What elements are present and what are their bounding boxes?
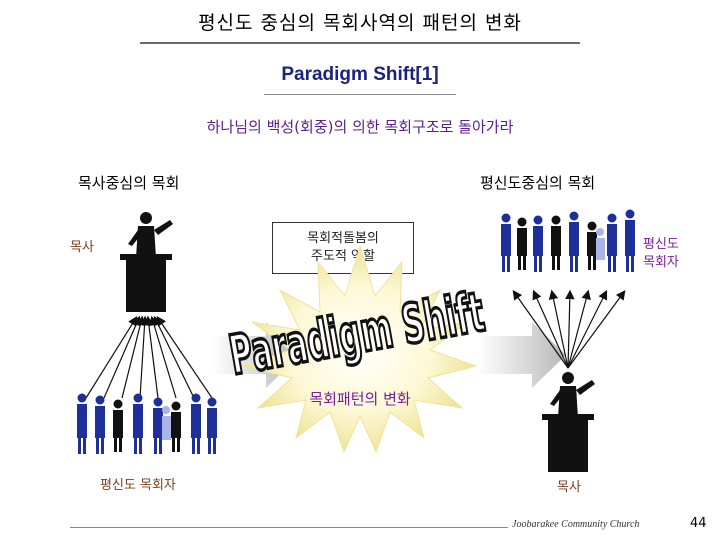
right-laity-crowd [501,209,635,272]
right-pastor-label: 목사 [557,480,581,495]
left-pastor-label: 목사 [70,240,94,255]
left-pastor-figure [120,212,173,312]
slide-subtitle: Paradigm Shift[1] [281,64,439,85]
motto-text: 하나님의 백성(회중)의 의한 목회구조로 돌아가라 [206,118,514,136]
right-heading: 평신도중심의 목회 [480,174,596,192]
right-laity-label: 평신도 목회자 [643,236,679,272]
role-box-line1: 목회적돌봄의 [307,231,379,246]
burst-caption: 목회패턴의 변화 [309,390,411,408]
left-heading: 목사중심의 목회 [78,174,180,192]
shift-arrow-right [478,322,566,388]
page-number: 44 [690,516,707,531]
subtitle-underline [264,94,456,95]
title-underline [140,42,580,44]
left-laity-crowd [77,393,217,454]
right-arrows [512,289,626,369]
left-laity-label: 평신도 목회자 [100,478,176,493]
right-laity-label-line2: 목회자 [643,255,679,270]
left-arrows [85,315,213,399]
footer-rule [70,527,508,528]
slide-title: 평신도 중심의 목회사역의 패턴의 변화 [198,12,522,34]
right-pastor-figure [542,372,595,472]
footer-church: Joobarakee Community Church [512,519,640,530]
paradigm-burst [242,244,478,454]
right-laity-label-line1: 평신도 [643,237,679,252]
role-box: 목회적돌봄의 주도적 역할 [272,222,414,274]
